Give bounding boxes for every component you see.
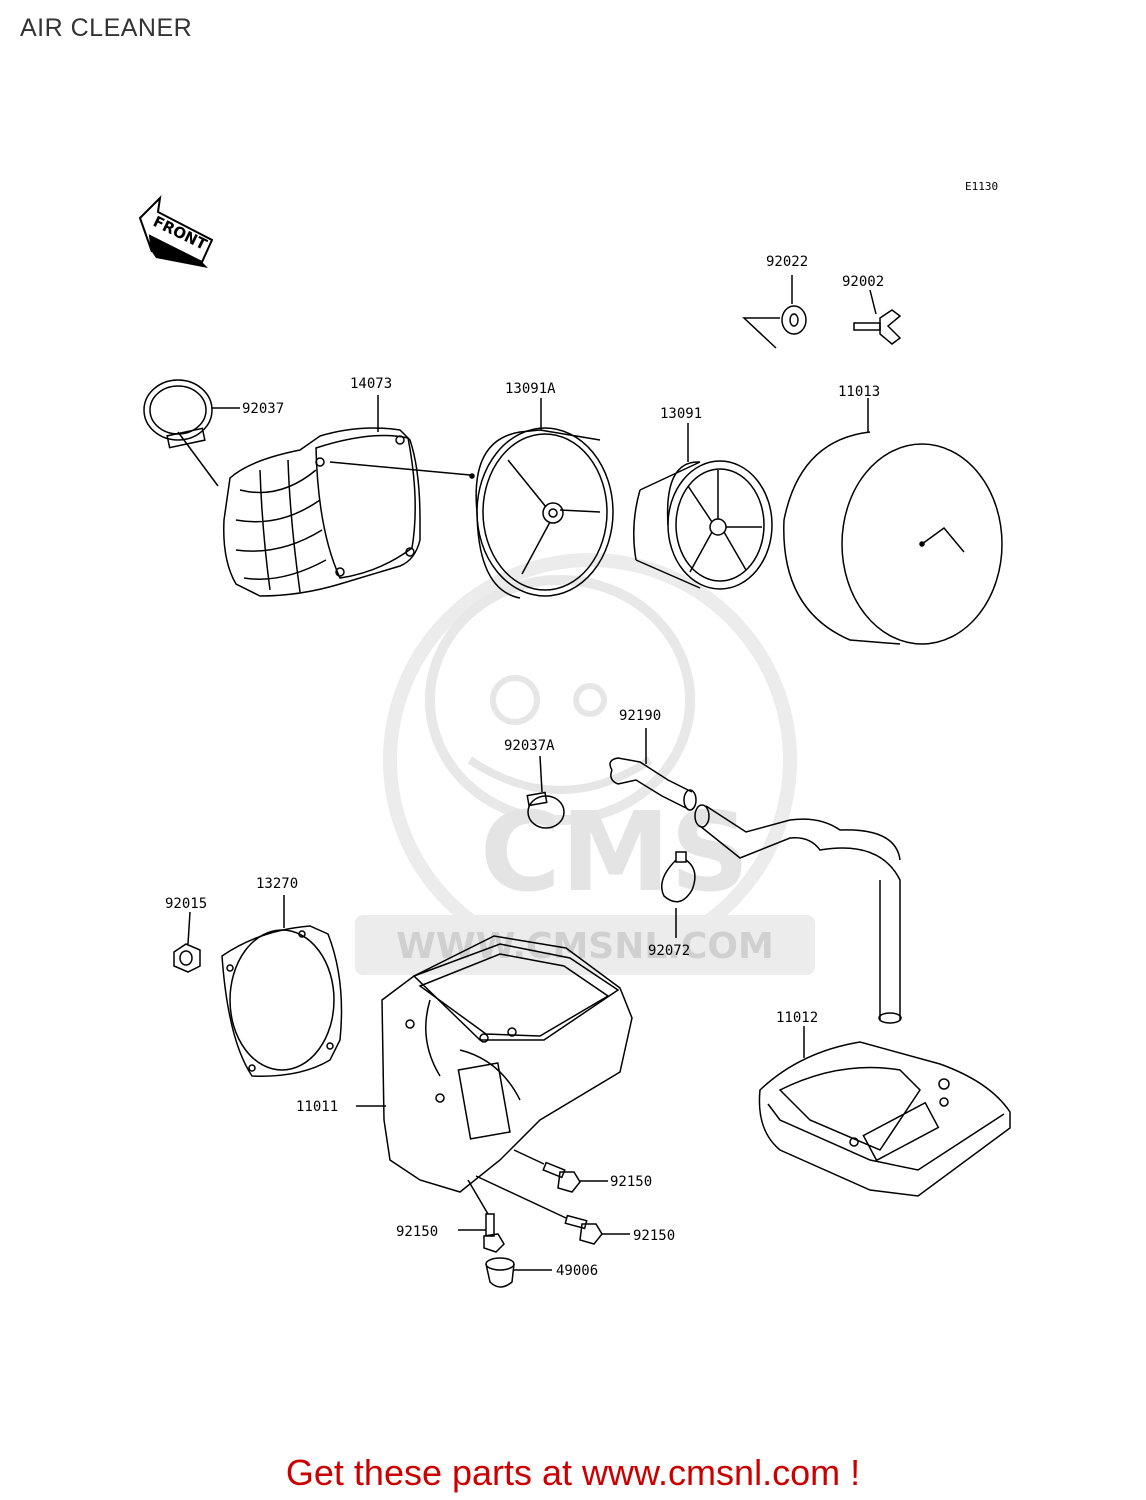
- label-92037: 92037: [242, 401, 284, 417]
- part-11013-filter: [783, 398, 1003, 645]
- part-92002-wing-bolt: [853, 289, 902, 345]
- part-92022-washer: [742, 275, 807, 349]
- front-arrow-icon: FRONT: [138, 195, 214, 268]
- part-92150-bolt-3: [467, 1175, 630, 1245]
- part-13091A-plate: [469, 398, 614, 599]
- part-92190-hose: [609, 728, 697, 811]
- watermark: CMS WWW.CMSNL.COM: [355, 553, 815, 975]
- part-92015-nut: [173, 911, 201, 973]
- watermark-brand: CMS: [480, 788, 749, 916]
- part-13091-frame: [633, 423, 773, 590]
- part-92150-bolt-1: [513, 1149, 608, 1193]
- label-92015: 92015: [165, 896, 207, 912]
- label-92072: 92072: [648, 943, 690, 959]
- part-14073-duct: [223, 395, 471, 597]
- label-92150-b: 92150: [396, 1224, 438, 1240]
- watermark-url: WWW.CMSNL.COM: [396, 926, 774, 967]
- part-92037-clamp: [143, 379, 240, 487]
- label-11013: 11013: [838, 384, 880, 400]
- page-title: AIR CLEANER: [20, 14, 193, 42]
- footer-link-text[interactable]: Get these parts at www.cmsnl.com !: [285, 1452, 861, 1493]
- breather-hose: [694, 804, 902, 1024]
- label-13091A: 13091A: [505, 381, 556, 397]
- label-92190: 92190: [619, 708, 661, 724]
- label-92150-c: 92150: [633, 1228, 675, 1244]
- figure-code: E1130: [965, 180, 998, 193]
- part-11011-airbox: [356, 935, 633, 1193]
- part-92150-bolt-2: [458, 1213, 505, 1253]
- part-11012-cover: [758, 1026, 1011, 1197]
- label-14073: 14073: [350, 376, 392, 392]
- label-92022: 92022: [766, 254, 808, 270]
- label-92002: 92002: [842, 274, 884, 290]
- label-92037A: 92037A: [504, 738, 555, 754]
- part-92072-band: [661, 851, 696, 938]
- label-49006: 49006: [556, 1263, 598, 1279]
- label-11011: 11011: [296, 1099, 338, 1115]
- label-92150-a: 92150: [610, 1174, 652, 1190]
- part-49006-cap: [485, 1257, 552, 1288]
- part-13270-gasket: [221, 895, 343, 1077]
- label-11012: 11012: [776, 1010, 818, 1026]
- label-13091: 13091: [660, 406, 702, 422]
- label-13270: 13270: [256, 876, 298, 892]
- part-92037A-clamp: [526, 755, 565, 829]
